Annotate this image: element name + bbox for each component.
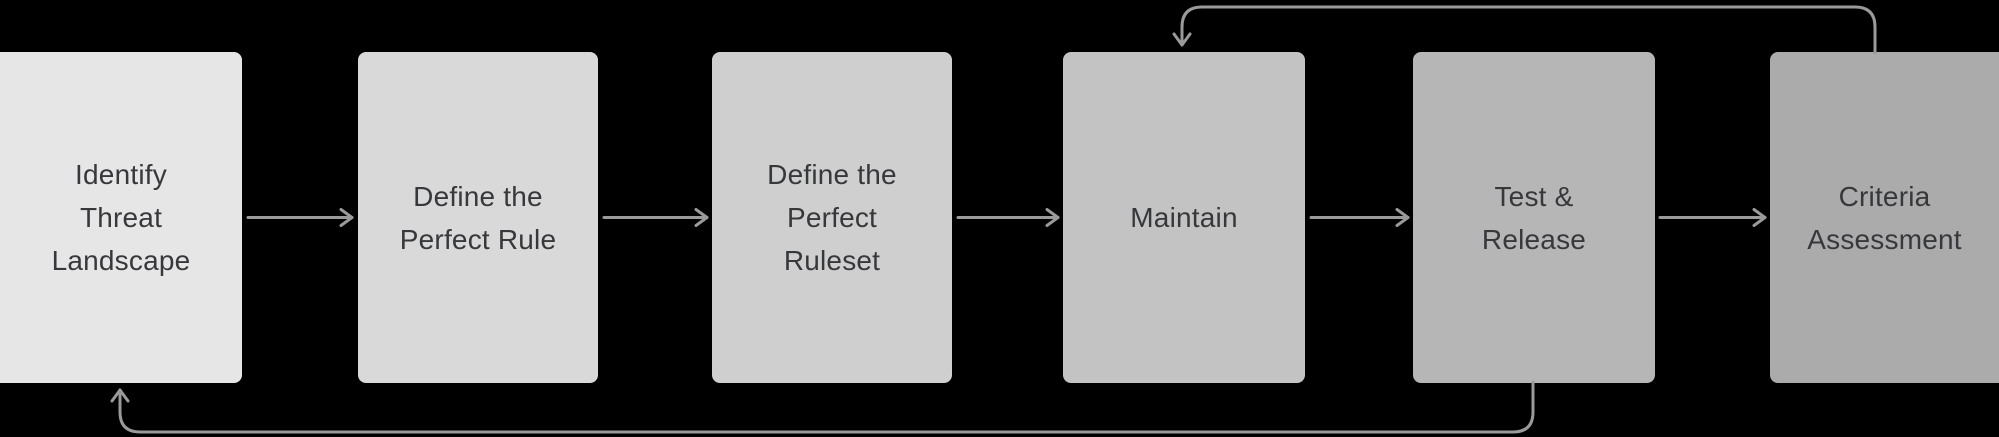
step-define-the-perfect-ruleset: Define the Perfect Ruleset: [712, 52, 952, 383]
step-criteria-assessment: Criteria Assessment: [1770, 52, 1999, 383]
step-identify-threat-landscape: Identify Threat Landscape: [0, 52, 242, 383]
step-label: Define the Perfect Ruleset: [767, 159, 897, 276]
step-label: Test & Release: [1481, 180, 1587, 255]
step-test-and-release: Test & Release: [1413, 52, 1655, 383]
step-label: Identify Threat Landscape: [51, 159, 191, 276]
step-maintain: Maintain: [1063, 52, 1305, 383]
step-label: Define the Perfect Rule: [399, 180, 557, 255]
step-define-the-perfect-rule: Define the Perfect Rule: [358, 52, 598, 383]
step-label: Criteria Assessment: [1807, 180, 1962, 255]
feedback-arrow-criteria-to-maintain: [1172, 5, 1877, 55]
step-label: Maintain: [1130, 202, 1238, 233]
feedback-arrow-test-release-to-identify: [110, 380, 1535, 434]
